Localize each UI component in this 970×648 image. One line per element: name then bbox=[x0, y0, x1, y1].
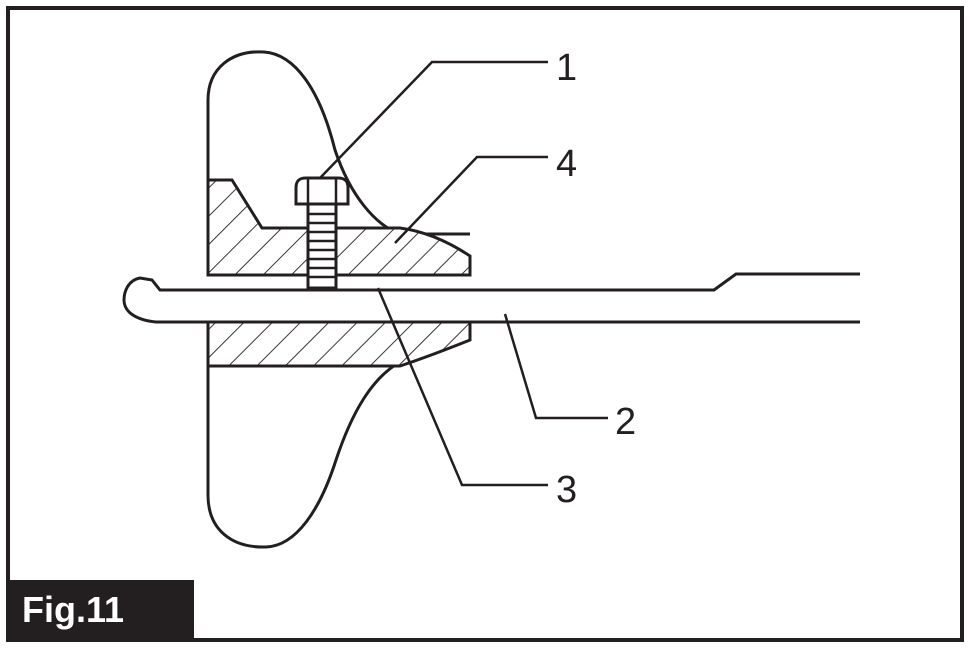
upper-clamp-hatched bbox=[206, 178, 472, 277]
leader-4 bbox=[394, 155, 548, 244]
leader-1 bbox=[319, 60, 548, 179]
leader-3 bbox=[376, 287, 548, 487]
upper-flange bbox=[206, 50, 470, 276]
callout-2: 2 bbox=[615, 401, 636, 443]
leader-lines bbox=[319, 60, 608, 487]
lower-flange bbox=[206, 320, 471, 549]
leader-2 bbox=[503, 313, 608, 420]
callout-4: 4 bbox=[556, 143, 577, 185]
bolt-threads bbox=[309, 212, 335, 279]
figure-border bbox=[6, 6, 964, 642]
bolt-head bbox=[294, 176, 350, 206]
figure-label: Fig.11 bbox=[10, 580, 194, 640]
callout-3: 3 bbox=[556, 469, 577, 511]
bolt-shank bbox=[306, 202, 338, 290]
callout-1: 1 bbox=[556, 47, 577, 89]
lower-clamp-hatched bbox=[206, 320, 472, 368]
rail-bar bbox=[122, 272, 860, 324]
